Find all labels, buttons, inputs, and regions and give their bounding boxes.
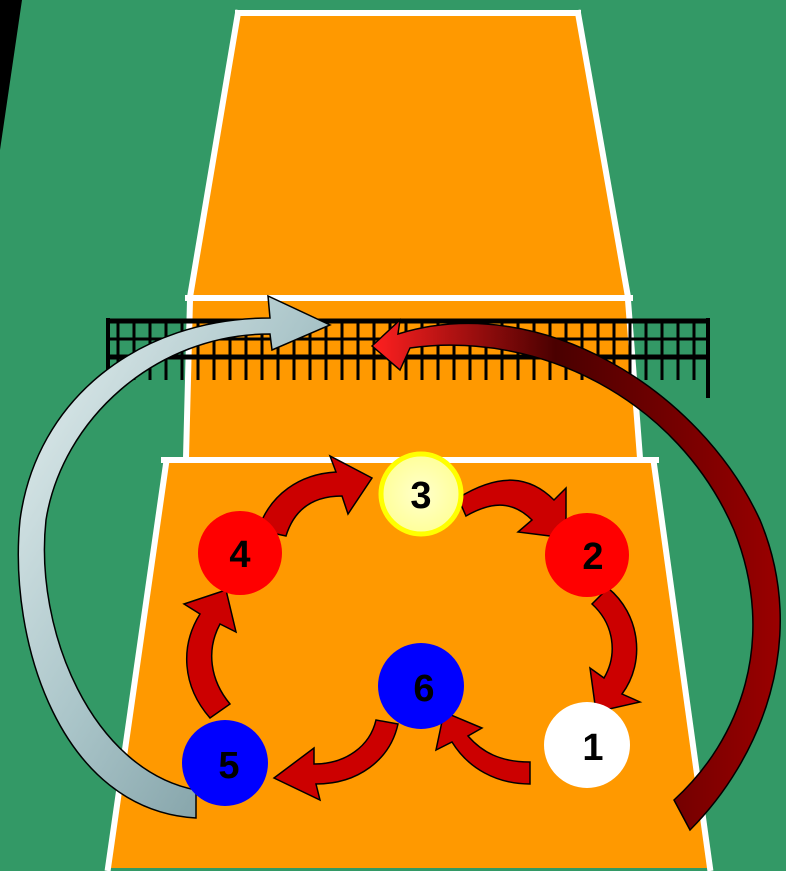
gray-curved-arrow-icon xyxy=(17,294,332,819)
players: 4 3 2 6 1 5 xyxy=(182,451,630,806)
player-1[interactable]: 1 xyxy=(544,702,630,788)
player-3[interactable]: 3 xyxy=(378,451,464,537)
black-corner xyxy=(0,0,22,150)
player-5-number: 5 xyxy=(218,745,239,787)
volleyball-net xyxy=(106,318,710,398)
near-left-sideline xyxy=(104,460,170,871)
darkred-curved-arrow-icon xyxy=(370,318,781,832)
far-right-sideline xyxy=(574,9,632,301)
far-court xyxy=(190,13,628,297)
player-5[interactable]: 5 xyxy=(182,720,268,806)
player-2[interactable]: 2 xyxy=(545,513,629,597)
far-left-sideline xyxy=(186,9,242,301)
player-2-number: 2 xyxy=(582,536,603,578)
player-1-number: 1 xyxy=(582,727,603,769)
player-4-number: 4 xyxy=(229,534,250,576)
rotation-arrows xyxy=(182,454,643,802)
curved-arrow-icon xyxy=(589,586,643,713)
player-4[interactable]: 4 xyxy=(198,511,282,595)
near-left-sideline-top xyxy=(182,296,194,462)
curved-arrow-icon xyxy=(257,454,374,537)
curved-arrow-icon xyxy=(457,479,567,539)
player-3-number: 3 xyxy=(410,475,431,517)
player-6[interactable]: 6 xyxy=(378,643,464,729)
curved-arrow-icon xyxy=(272,719,399,802)
player-6-number: 6 xyxy=(413,668,434,710)
